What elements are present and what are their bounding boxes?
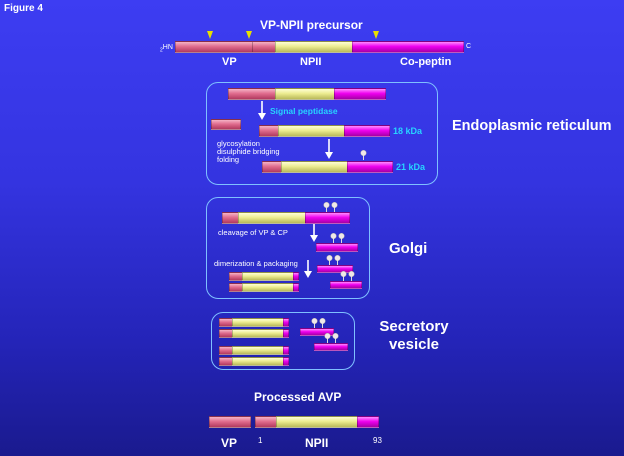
vesicle-stage-line1: Secretory (379, 318, 449, 335)
golgi-copeptin-free (316, 243, 358, 252)
ves-npii-segment (232, 329, 284, 338)
processed-num-start: 1 (258, 436, 263, 445)
ves-npii-segment (232, 357, 284, 366)
signal-peptidase-label: Signal peptidase (270, 106, 338, 116)
er-vp-segment (228, 88, 276, 100)
processed-vp-segment (209, 416, 251, 428)
processed-npii-label: NPII (305, 436, 329, 450)
glycan-icon (331, 202, 338, 212)
ves-cp-stub (283, 318, 289, 327)
precursor-npii-label: NPII (300, 56, 322, 68)
glycan-icon (319, 318, 326, 328)
precursor-copeptin-segment (352, 41, 464, 53)
ves-vp-segment (219, 346, 233, 355)
processed-npii-segment (276, 416, 358, 428)
down-arrow-icon (310, 224, 318, 242)
golgi-npii-segment (238, 212, 306, 224)
er18-vp-segment (259, 125, 279, 137)
precursor-vp-label: VP (222, 56, 237, 68)
er-stage-label: Endoplasmic reticulum (452, 118, 612, 134)
precursor-copeptin-label: Co-peptin (400, 56, 452, 68)
precursor-npii-segment (275, 41, 353, 53)
vesicle-stage-line2: vesicle (388, 336, 440, 353)
dimer-vp-segment (229, 272, 243, 281)
precursor-vp-segment (175, 41, 253, 53)
ves-copeptin-free (300, 328, 334, 336)
kda-21-label: 21 kDa (396, 162, 426, 172)
glycan-icon (360, 150, 367, 160)
vesicle-stage-label: Secretory vesicle (376, 318, 452, 354)
ves-vp-segment (219, 318, 233, 327)
ves-vp-segment (219, 329, 233, 338)
er18-npii-segment (278, 125, 345, 137)
precursor-title: VP-NPII precursor (260, 18, 363, 32)
processed-npii-cp-stub (357, 416, 379, 428)
ves-npii-segment (232, 318, 284, 327)
golgi-copeptin-segment (305, 212, 350, 224)
glycan-icon (338, 233, 345, 243)
down-arrow-icon (304, 260, 312, 278)
er-notes: glycosylation disulphide bridging foldin… (217, 140, 280, 164)
cleavage-marker-3 (373, 31, 379, 39)
glycan-icon (340, 271, 347, 281)
er21-copeptin-segment (347, 161, 393, 173)
processed-num-end: 93 (373, 436, 382, 445)
note-glycosylation: glycosylation (217, 139, 260, 148)
down-arrow-icon (258, 101, 266, 120)
glycan-icon (330, 233, 337, 243)
vesicle-box (211, 312, 355, 370)
er-npii-segment (275, 88, 335, 100)
golgi-copeptin-free (330, 281, 362, 289)
er-copeptin-segment (334, 88, 386, 100)
dimer-vp-segment (229, 283, 243, 292)
down-arrow-icon (325, 139, 333, 159)
er18-copeptin-segment (344, 125, 390, 137)
processed-npii-vp-stub (255, 416, 277, 428)
glycan-icon (348, 271, 355, 281)
cleavage-marker-2 (246, 31, 252, 39)
dimer-cp-stub (293, 272, 299, 281)
glycan-icon (334, 255, 341, 265)
golgi-stage-label: Golgi (389, 240, 428, 257)
glycan-icon (326, 255, 333, 265)
dimer-npii-segment (242, 283, 294, 292)
ves-cp-stub (283, 346, 289, 355)
glycan-icon (324, 333, 331, 343)
dimer-npii-segment (242, 272, 294, 281)
n-terminus-label: 2HN (160, 44, 173, 54)
golgi-box (206, 197, 370, 299)
c-terminus-label: C (466, 43, 472, 50)
glycan-icon (311, 318, 318, 328)
golgi-vp-segment (222, 212, 239, 224)
processed-title: Processed AVP (254, 390, 342, 404)
processed-vp-label: VP (221, 436, 238, 450)
precursor-linker-segment (252, 41, 276, 53)
glycan-icon (332, 333, 339, 343)
er21-npii-segment (281, 161, 348, 173)
ves-npii-segment (232, 346, 284, 355)
note-disulphide: disulphide bridging (217, 147, 280, 156)
er-box (206, 82, 438, 185)
er21-vp-segment (262, 161, 282, 173)
signal-peptide-fragment (211, 119, 241, 130)
dimer-cp-stub (293, 283, 299, 292)
golgi-copeptin-free (317, 265, 353, 273)
glycan-icon (323, 202, 330, 212)
figure-label: Figure 4 (4, 3, 43, 14)
cleavage-label: cleavage of VP & CP (218, 228, 288, 237)
ves-cp-stub (283, 329, 289, 338)
cleavage-marker-1 (207, 31, 213, 39)
ves-cp-stub (283, 357, 289, 366)
ves-vp-segment (219, 357, 233, 366)
dimerization-label: dimerization & packaging (214, 259, 298, 268)
ves-copeptin-free (314, 343, 348, 351)
note-folding: folding (217, 155, 240, 164)
kda-18-label: 18 kDa (393, 126, 423, 136)
